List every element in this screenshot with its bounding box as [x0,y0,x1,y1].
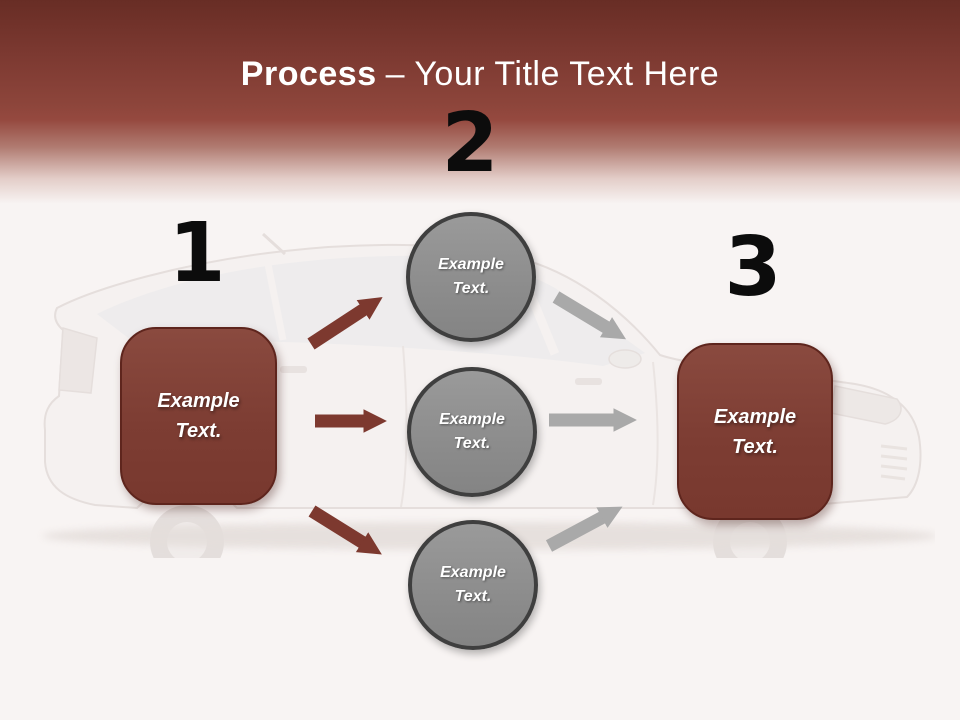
slide-title: Process– Your Title Text Here [0,54,960,94]
process-circle-top: Example Text. [406,212,536,342]
red-arrow-down-icon [308,505,382,555]
car-door-handle [280,366,307,373]
process-circle-bottom-label-line2: Text. [454,588,492,605]
header-gradient-band [0,0,960,210]
process-circle-top-label-line1: Example [438,256,504,273]
process-circle-middle-label-line2: Text. [453,435,491,452]
process-circle-bottom: Example Text. [408,520,538,650]
process-circle-top-label-line2: Text. [452,280,490,297]
process-box-right: Example Text. [677,343,833,520]
process-box-right-label-line2: Text. [732,435,778,458]
process-circle-middle-label-line1: Example [439,411,505,428]
car-headlight [830,385,902,425]
process-box-left-label-line1: Example [157,390,240,412]
car-mirror [608,349,642,369]
car-taillight [58,327,98,394]
process-circle-middle: Example Text. [407,367,537,497]
process-box-left-label-line2: Text. [175,420,222,442]
step-number-3: 3 [724,220,782,315]
car-door-handle [575,378,602,385]
gray-arrow-down-icon [552,291,627,340]
car-grille [880,444,908,481]
slide-title-bold-segment: Process [240,55,377,93]
slide-title-regular-segment: – Your Title Text Here [385,55,720,93]
process-box-right-label-line1: Example [713,405,797,428]
step-number-1: 1 [168,206,226,301]
gray-arrow-up-icon [545,506,623,552]
red-arrow-up-icon [307,297,383,350]
process-box-left: Example Text. [120,327,277,505]
car-antenna [261,232,287,256]
step-number-2: 2 [441,96,499,191]
process-circle-bottom-label-line1: Example [440,564,506,581]
